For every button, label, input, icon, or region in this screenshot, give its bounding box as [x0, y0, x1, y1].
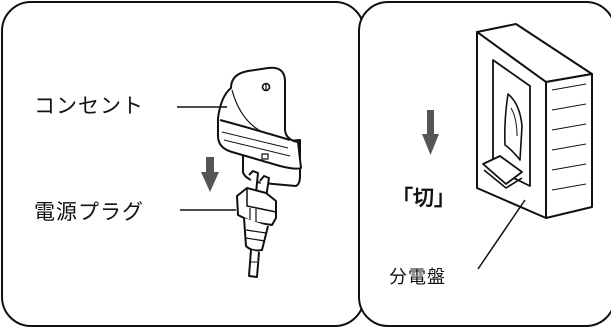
outlet-drawing: [217, 66, 302, 187]
distribution-board-drawing: [476, 23, 593, 219]
distribution-board-label: 分電盤: [389, 267, 446, 288]
outlet-label: コンセント: [34, 94, 144, 118]
down-arrow-left-icon: [201, 157, 219, 192]
left-panel: [1, 1, 365, 327]
power-plug-drawing: [236, 170, 277, 278]
down-arrow-right-icon: [422, 110, 439, 155]
board-leader-line: [477, 199, 526, 270]
power-plug-label: 電源プラグ: [34, 200, 144, 224]
switch-off-label: 「切」: [392, 186, 455, 210]
